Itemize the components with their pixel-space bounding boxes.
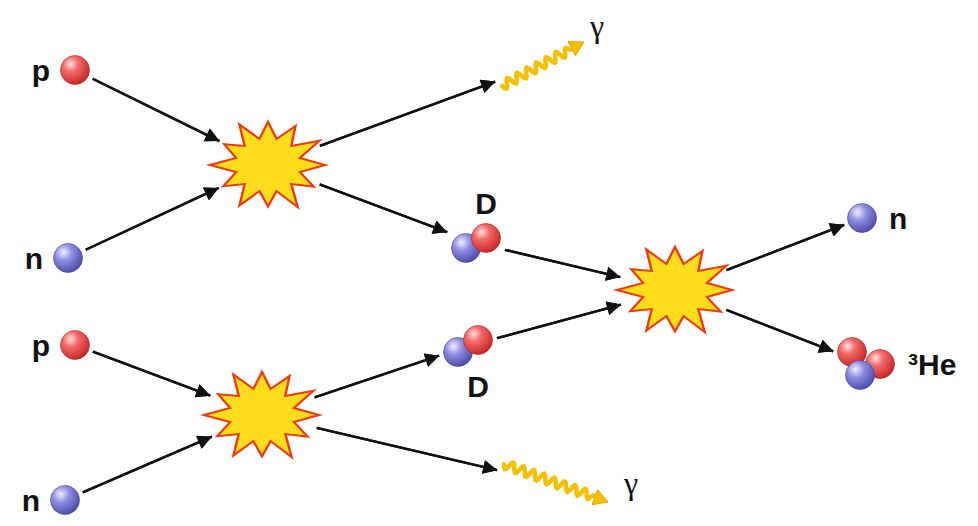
arrow-segment [93,352,211,396]
particle-label: D [475,187,497,220]
reaction-arrow [93,79,495,146]
reaction-arrow [497,225,844,338]
arrow-segment [83,437,212,493]
neutron-sphere [848,204,877,233]
reaction-arrow [93,352,439,398]
arrow-segment [505,250,620,277]
arrow-segment [726,225,844,270]
arrow-segment [86,188,219,250]
reaction-arrow [93,352,497,471]
particle-label: n [889,202,907,235]
arrow-segment [320,184,448,232]
photon: γ [498,36,588,92]
reaction-arrow [93,79,447,232]
arrow-segment [726,310,833,351]
particle-label: n [22,484,40,517]
neutron-sphere [54,244,83,273]
reaction-arrow [505,225,844,277]
particle-label: p [32,329,50,362]
arrow-segment [93,79,220,141]
arrow-segment [505,250,620,277]
arrow-segment [93,79,220,141]
photon-squiggle [502,48,572,89]
nucleon-spheres [60,55,90,85]
reaction-arrow [83,356,439,493]
reaction-arrow [83,428,497,492]
reaction-arrow [86,82,495,250]
photon-arrowhead [592,490,608,505]
nucleon-spheres [450,222,502,264]
arrow-segment [315,356,440,398]
nucleon-spheres [53,243,83,273]
arrow-segment [83,437,212,493]
neutron: n [847,203,877,233]
proton-sphere [61,56,90,85]
arrow-segment [320,82,495,146]
proton-sphere [464,326,493,355]
particle-label: ³He [908,348,956,381]
arrow-segment [726,310,833,351]
arrow-segment [497,305,621,339]
arrow-segment [726,225,844,270]
collision-bursts [204,122,733,457]
photon-squiggle [504,463,595,499]
proton: p [60,55,90,85]
arrow-segment [497,305,621,339]
helium-3-nucleus: ³He [836,336,896,392]
proton: p [60,330,90,360]
neutron-sphere [846,361,875,390]
arrow-segment [86,188,219,250]
arrow-segment [93,352,211,396]
nucleon-spheres [836,336,896,392]
nucleon-spheres [442,324,494,368]
deuteron: D [442,324,494,368]
nucleon-spheres [60,330,90,360]
connector-group [83,79,844,493]
arrow-segment [317,428,497,470]
collision-burst [210,122,326,207]
particle-label: γ [590,9,604,44]
photon-wave [498,36,588,92]
particle-label: D [467,370,489,403]
arrow-segment [317,428,497,470]
neutron: n [50,485,80,515]
photon-wave [500,458,612,510]
arrow-segment [320,184,448,232]
reaction-arrow [86,184,447,249]
collision-burst [204,372,320,457]
arrow-segment [320,82,495,146]
arrow-segment [315,356,440,398]
particle-label: n [25,242,43,275]
particle-label: p [32,54,50,87]
particle-label: γ [624,466,638,501]
deuteron: D [450,222,502,264]
photon: γ [500,458,612,510]
reaction-arrow [497,305,833,352]
photon-arrowhead [568,42,584,56]
collision-burst [617,247,733,332]
proton-sphere [61,331,90,360]
neutron: n [53,243,83,273]
proton-sphere [472,224,501,253]
neutron-sphere [51,486,80,515]
reaction-arrow [505,250,833,351]
nucleon-spheres [847,203,877,233]
nucleon-spheres [50,485,80,515]
